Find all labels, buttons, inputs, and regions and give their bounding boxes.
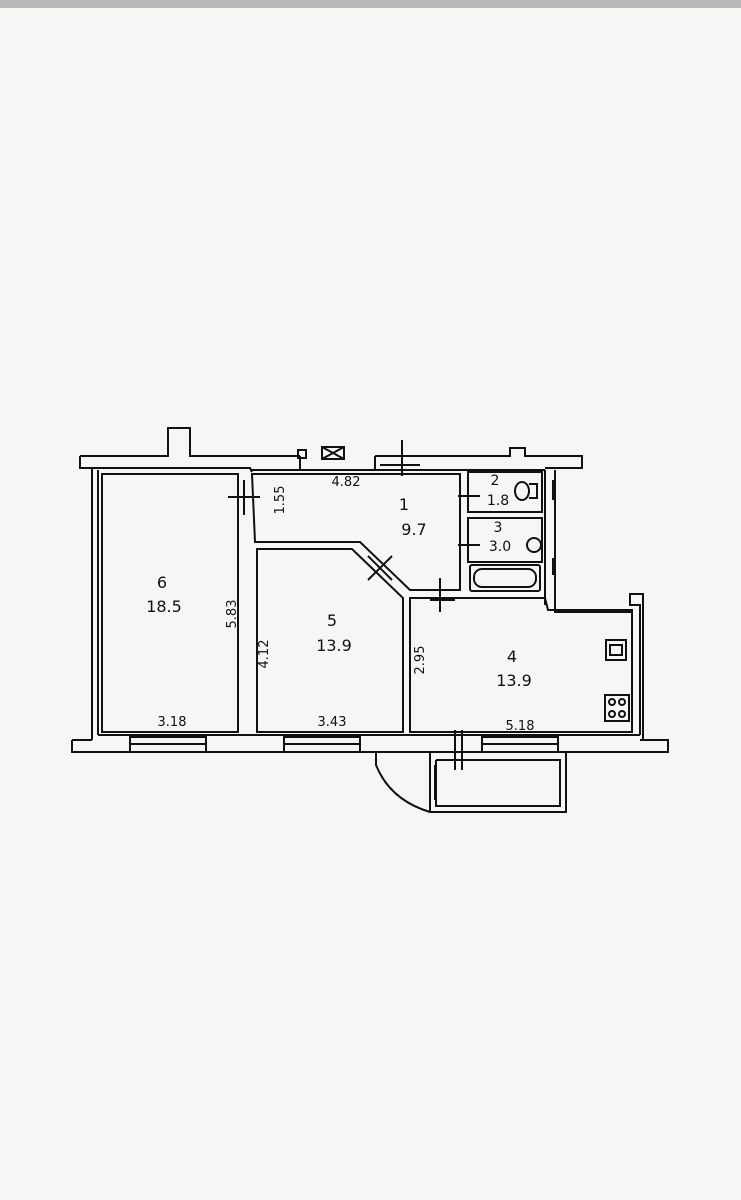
dimension-ticks [228,440,554,612]
outer-wall-left [79,456,99,740]
dim-1-55: 1.55 [273,486,288,515]
balcony [429,752,567,813]
room-2-number: 2 [491,473,500,489]
room-1-area: 9.7 [401,520,426,539]
room-5-outline [256,548,404,733]
room-4-outline [409,597,633,733]
dim-5-83: 5.83 [225,600,240,629]
outer-wall-top [80,427,583,469]
room-1-outline [250,473,461,591]
room-6-area: 18.5 [146,597,182,616]
toilet [514,481,530,501]
top-edge-bar [0,0,741,8]
room-3-number: 3 [494,520,503,536]
room-4-number: 4 [507,647,517,666]
outer-wall-bottom [71,734,669,753]
room-3-area: 3.0 [489,539,511,555]
room-6-outline [101,473,239,733]
room-4-area: 13.9 [496,671,532,690]
bathtub [469,564,541,592]
door-swing [367,555,393,581]
room-6-number: 6 [157,573,167,592]
room-5-area: 13.9 [316,636,352,655]
dim-4-12: 4.12 [257,640,272,669]
boiler-symbol [526,537,542,553]
balcony-door-swing [375,752,431,813]
dim-4-82: 4.82 [332,475,361,490]
outer-wall-right [544,470,644,740]
dim-5-18: 5.18 [506,719,535,734]
vent-box [321,446,345,460]
room-2-area: 1.8 [487,493,509,509]
sink [605,639,627,661]
dim-3-43: 3.43 [318,715,347,730]
dim-3-18: 3.18 [158,715,187,730]
room-1-number: 1 [399,495,409,514]
room-5-number: 5 [327,611,337,630]
room-2-outline [467,471,543,513]
dim-2-95: 2.95 [413,646,428,675]
room-3-outline [467,517,543,563]
stove [604,694,630,722]
